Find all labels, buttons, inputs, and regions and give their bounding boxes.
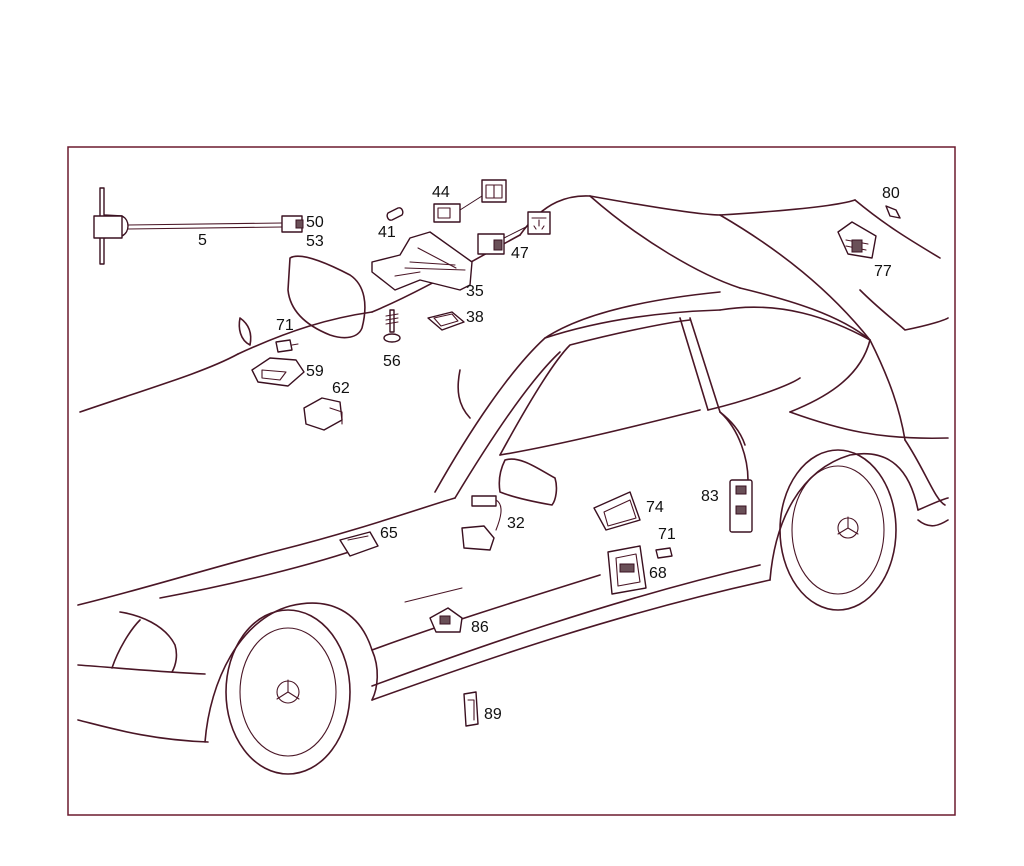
- callout-50: 50: [306, 214, 324, 231]
- callout-32: 32: [507, 515, 525, 532]
- callout-86: 86: [471, 619, 489, 636]
- callout-44: 44: [432, 184, 450, 201]
- callout-35: 35: [466, 283, 484, 300]
- part-41-bulb: [386, 207, 404, 221]
- callout-68: 68: [649, 565, 667, 582]
- part-5-lamp-cable: [93, 187, 304, 265]
- callout-56: 56: [383, 353, 401, 370]
- callout-41: 41: [378, 224, 396, 241]
- callout-5: 5: [198, 232, 207, 249]
- callout-77: 77: [874, 263, 892, 280]
- part-83-switch: [729, 479, 753, 533]
- part-77-lamp: [837, 221, 877, 259]
- part-71-bulb-b: [655, 547, 673, 559]
- part-62-switch: [303, 397, 343, 431]
- part-56-screw: [383, 309, 401, 343]
- part-80-bulb: [885, 205, 901, 219]
- rear-wheel: [779, 449, 897, 611]
- callout-71b: 71: [658, 526, 676, 543]
- part-86-connector: [429, 607, 463, 633]
- part-32-lamp-harness: [461, 495, 502, 551]
- callout-53: 53: [306, 233, 324, 250]
- callout-89: 89: [484, 706, 502, 723]
- diagram-frame: [67, 146, 956, 816]
- part-47-lamp: [477, 211, 551, 255]
- front-hub-star: [276, 679, 300, 704]
- callout-71a: 71: [276, 317, 294, 334]
- part-71-bulb-a: [275, 339, 299, 353]
- part-38-pad: [427, 311, 465, 331]
- rear-hub-star: [837, 516, 859, 539]
- part-35-console: [371, 231, 473, 291]
- callout-labels: 5 50 53 44 41 47 35 38 56 71 59 62 80 77…: [198, 184, 900, 723]
- callout-83: 83: [701, 488, 719, 505]
- callout-80: 80: [882, 185, 900, 202]
- part-68-door-lamp: [607, 545, 647, 595]
- callout-74: 74: [646, 499, 664, 516]
- part-59-lamp: [251, 357, 305, 387]
- part-44-lamp: [433, 179, 507, 223]
- callout-47: 47: [511, 245, 529, 262]
- callout-62: 62: [332, 380, 350, 397]
- callout-59: 59: [306, 363, 324, 380]
- front-wheel: [225, 609, 351, 775]
- part-89-clip: [463, 691, 479, 727]
- part-65-lamp: [339, 531, 379, 557]
- callout-65: 65: [380, 525, 398, 542]
- part-74-door-lamp: [593, 491, 641, 531]
- car-body-outline: [77, 195, 949, 775]
- callout-38: 38: [466, 309, 484, 326]
